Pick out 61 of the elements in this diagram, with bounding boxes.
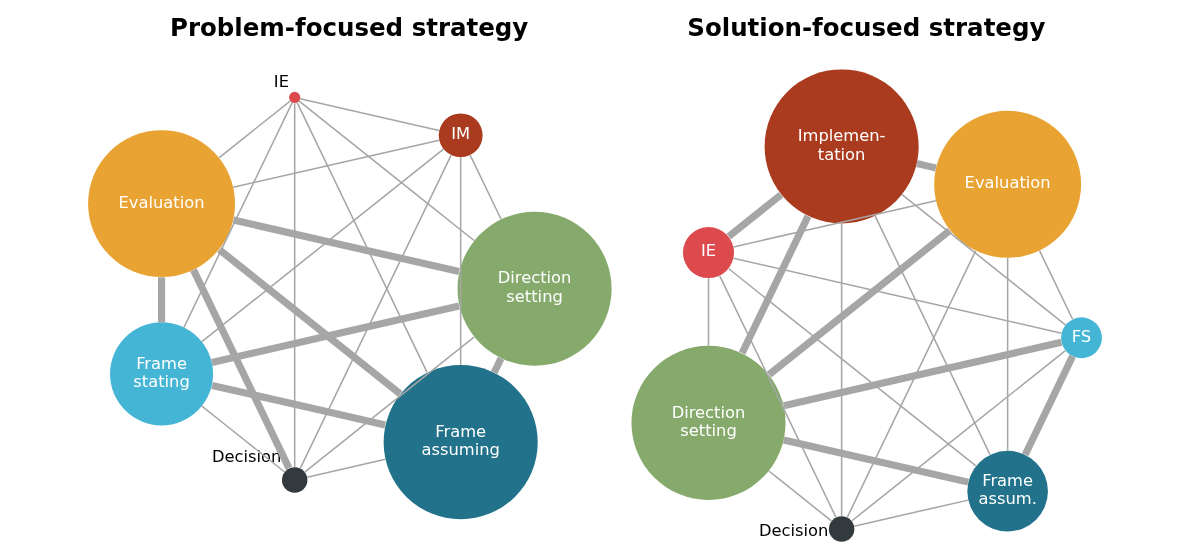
node-circle: Evaluation (87, 130, 235, 278)
connector (182, 101, 293, 329)
connector (1021, 354, 1076, 457)
node-circle: IE (682, 227, 734, 279)
connector (707, 277, 709, 347)
connector (915, 160, 937, 172)
connector (297, 100, 475, 242)
node-circle (828, 516, 854, 542)
connector (767, 470, 832, 522)
connector (845, 250, 976, 519)
connector (295, 101, 428, 374)
node-circle: Evaluation (933, 110, 1081, 258)
connector (718, 274, 837, 519)
node-circle: Direction setting (630, 345, 786, 500)
node-circle: FS (1060, 317, 1102, 359)
node-circle (288, 91, 300, 104)
connector (298, 97, 440, 132)
connector (459, 156, 461, 366)
node-circle: Frame assuming (383, 365, 538, 520)
node-circle: IM (438, 113, 483, 158)
connector (299, 154, 452, 470)
connector (738, 214, 811, 355)
node-label: Decision (211, 446, 281, 466)
connector (231, 139, 440, 189)
connector (200, 148, 444, 343)
connector (490, 356, 504, 375)
connector (732, 257, 1062, 334)
connector (157, 277, 165, 323)
node-circle: Frame assum. (966, 450, 1048, 532)
node-label: Decision (758, 521, 828, 541)
connector (732, 199, 937, 248)
connector (189, 268, 292, 470)
connector (232, 216, 460, 275)
node-circle: Frame stating (109, 322, 213, 426)
connector (850, 349, 1066, 522)
connector (1006, 257, 1008, 452)
connector (216, 247, 402, 397)
connector (873, 215, 991, 456)
connector (217, 100, 291, 159)
connector (1038, 249, 1073, 320)
node-circle: Implemen- tation (764, 69, 919, 224)
node-label: IE (273, 71, 289, 91)
connector (293, 102, 295, 468)
connector (305, 458, 386, 478)
connector (200, 405, 285, 473)
connector (727, 268, 977, 467)
connector (782, 338, 1062, 410)
connector (303, 336, 475, 473)
label: Solution-focused strategy (686, 12, 1045, 42)
connector (210, 302, 460, 366)
connector (782, 436, 969, 486)
connector (469, 154, 502, 220)
node-circle (281, 467, 307, 493)
connector (766, 227, 952, 378)
label: Problem-focused strategy (169, 12, 528, 42)
connector (852, 499, 969, 527)
connector (210, 381, 386, 429)
connector (726, 191, 783, 240)
connector (840, 223, 842, 517)
node-circle: Direction setting (457, 211, 612, 366)
connector (900, 193, 1066, 326)
